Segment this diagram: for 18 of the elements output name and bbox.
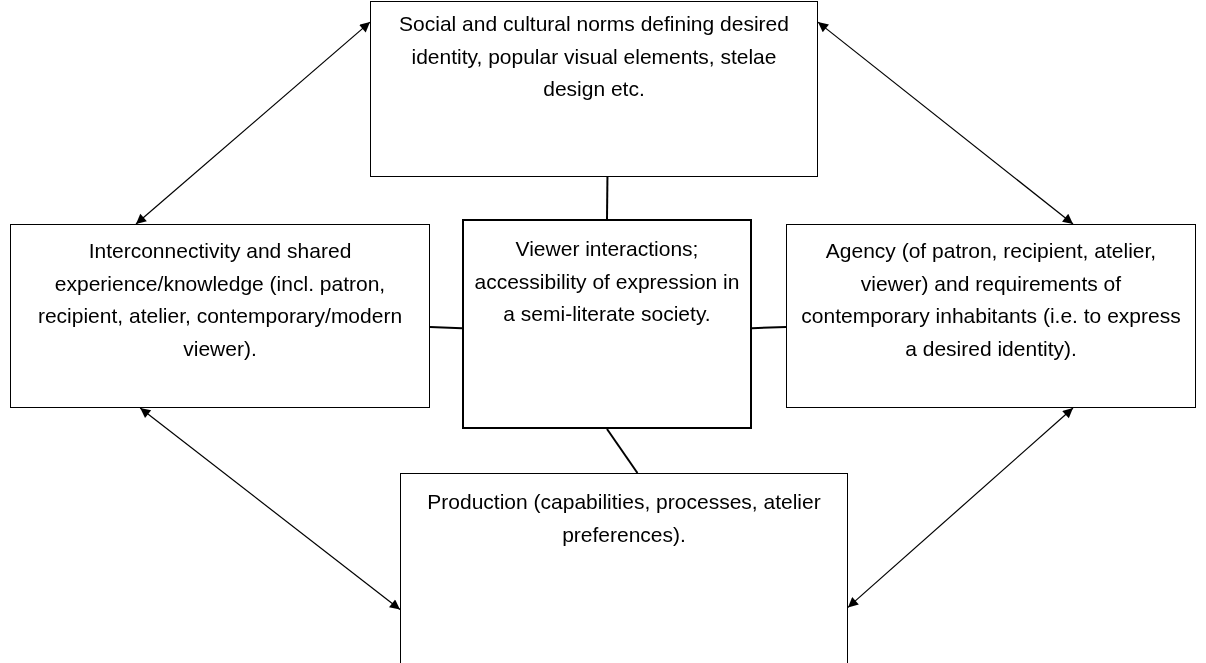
box-text: Production (capabilities, processes, atelier preferences). <box>426 489 822 548</box>
connector-line <box>606 176 609 220</box>
text-box <box>786 224 1196 408</box>
double-arrow <box>847 407 1074 608</box>
double-arrow <box>135 21 371 225</box>
double-arrow <box>817 21 1074 225</box>
text-box <box>10 224 430 408</box>
box-text: Agency (of patron, recipient, atelier, viewer) and requirements of contemporary inhabitants (i.e. to express a desired identity). <box>801 238 1181 362</box>
connector-line <box>751 326 787 330</box>
connector-line <box>606 428 639 474</box>
box-text: Viewer interactions; accessibility of expression in a semi-literate society. <box>473 236 741 328</box>
text-box <box>400 473 848 663</box>
box-text: Interconnectivity and shared experience/knowledge (incl. patron, recipient, atelier, contemporary/modern viewer). <box>36 238 404 362</box>
text-box <box>370 1 818 177</box>
box-text: Social and cultural norms defining desired identity, popular visual elements, stelae design etc. <box>398 11 790 103</box>
text-box <box>462 219 752 429</box>
double-arrow <box>139 407 401 611</box>
connector-line <box>429 326 463 330</box>
